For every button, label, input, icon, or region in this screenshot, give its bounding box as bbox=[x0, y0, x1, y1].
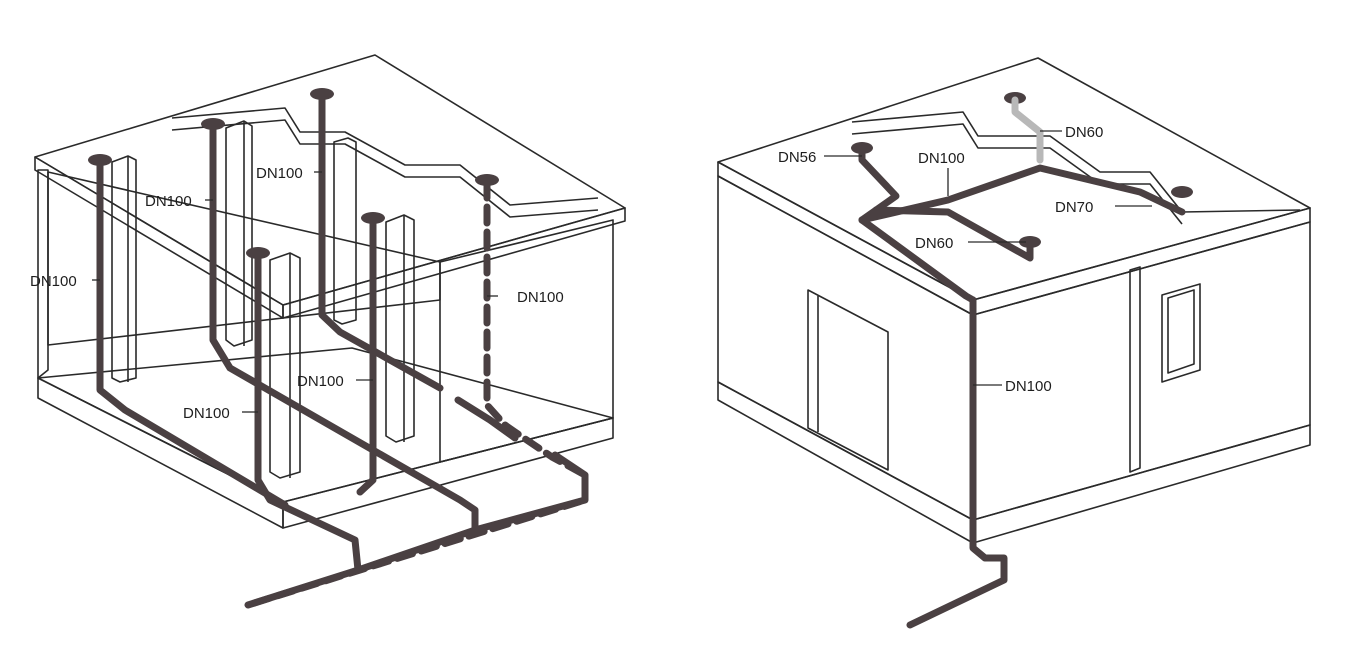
right-drain-dn70 bbox=[1171, 186, 1193, 198]
left-slab-edge-right bbox=[282, 207, 626, 319]
left-label-2: DN100 bbox=[145, 193, 192, 210]
right-building: DN56 DN100 DN60 DN70 DN60 DN100 bbox=[717, 57, 1311, 629]
right-label-dn60-top: DN60 bbox=[1065, 124, 1103, 141]
right-label-dn60-bottom: DN60 bbox=[915, 235, 953, 252]
left-column-4 bbox=[385, 214, 415, 443]
right-wall-opening bbox=[1129, 266, 1141, 473]
right-drain-dn60-bottom bbox=[1019, 236, 1041, 248]
right-right-wall bbox=[972, 221, 1311, 521]
left-pipe-5 bbox=[254, 251, 362, 574]
left-pipe-6 bbox=[244, 178, 589, 609]
left-right-wall bbox=[439, 219, 614, 463]
left-column-1 bbox=[111, 155, 137, 383]
right-door-opening bbox=[807, 289, 889, 471]
right-ceiling-strip bbox=[851, 111, 1301, 213]
right-label-dn100-ceiling: DN100 bbox=[918, 150, 965, 167]
left-side-wall bbox=[37, 169, 49, 379]
right-pipe-dn60-bottom bbox=[872, 206, 1034, 262]
right-slab-edge-right bbox=[972, 207, 1311, 316]
left-building: DN100 DN100 DN100 DN100 DN100 DN100 bbox=[30, 54, 626, 609]
left-base-front bbox=[37, 377, 284, 529]
left-column-5 bbox=[333, 137, 357, 325]
left-ceiling-strip-lower bbox=[171, 119, 599, 218]
left-column-3 bbox=[269, 252, 301, 479]
right-left-wall bbox=[717, 175, 974, 521]
right-pipe-main-ceiling bbox=[858, 216, 977, 304]
right-pipe-riser bbox=[906, 296, 1008, 629]
right-label-dn56: DN56 bbox=[778, 149, 816, 166]
right-ceiling-strip-lower bbox=[851, 123, 1183, 225]
right-label-dn70: DN70 bbox=[1055, 199, 1093, 216]
right-window bbox=[1161, 283, 1201, 383]
left-ceiling-strip bbox=[171, 107, 599, 206]
left-pipe-1 bbox=[96, 158, 289, 509]
left-pipe-main bbox=[244, 451, 589, 609]
right-label-dn100-riser: DN100 bbox=[1005, 378, 1052, 395]
left-pipe-2 bbox=[209, 122, 479, 534]
left-label-1: DN100 bbox=[30, 273, 77, 290]
left-base-right bbox=[282, 417, 614, 529]
right-pipe-dn60-top bbox=[1011, 96, 1044, 164]
left-label-5: DN100 bbox=[297, 373, 344, 390]
left-slab-edge-front bbox=[34, 156, 284, 319]
left-column-2 bbox=[225, 120, 253, 347]
right-base-right bbox=[972, 424, 1311, 544]
left-label-6: DN100 bbox=[183, 405, 230, 422]
left-label-4: DN100 bbox=[517, 289, 564, 306]
right-base-front bbox=[717, 381, 974, 544]
left-pipe-4 bbox=[356, 216, 377, 496]
left-label-3: DN100 bbox=[256, 165, 303, 182]
left-pipe-branch bbox=[454, 396, 519, 442]
right-pipe-dn100-ceiling bbox=[858, 164, 1186, 224]
left-pipe-3 bbox=[318, 92, 444, 392]
